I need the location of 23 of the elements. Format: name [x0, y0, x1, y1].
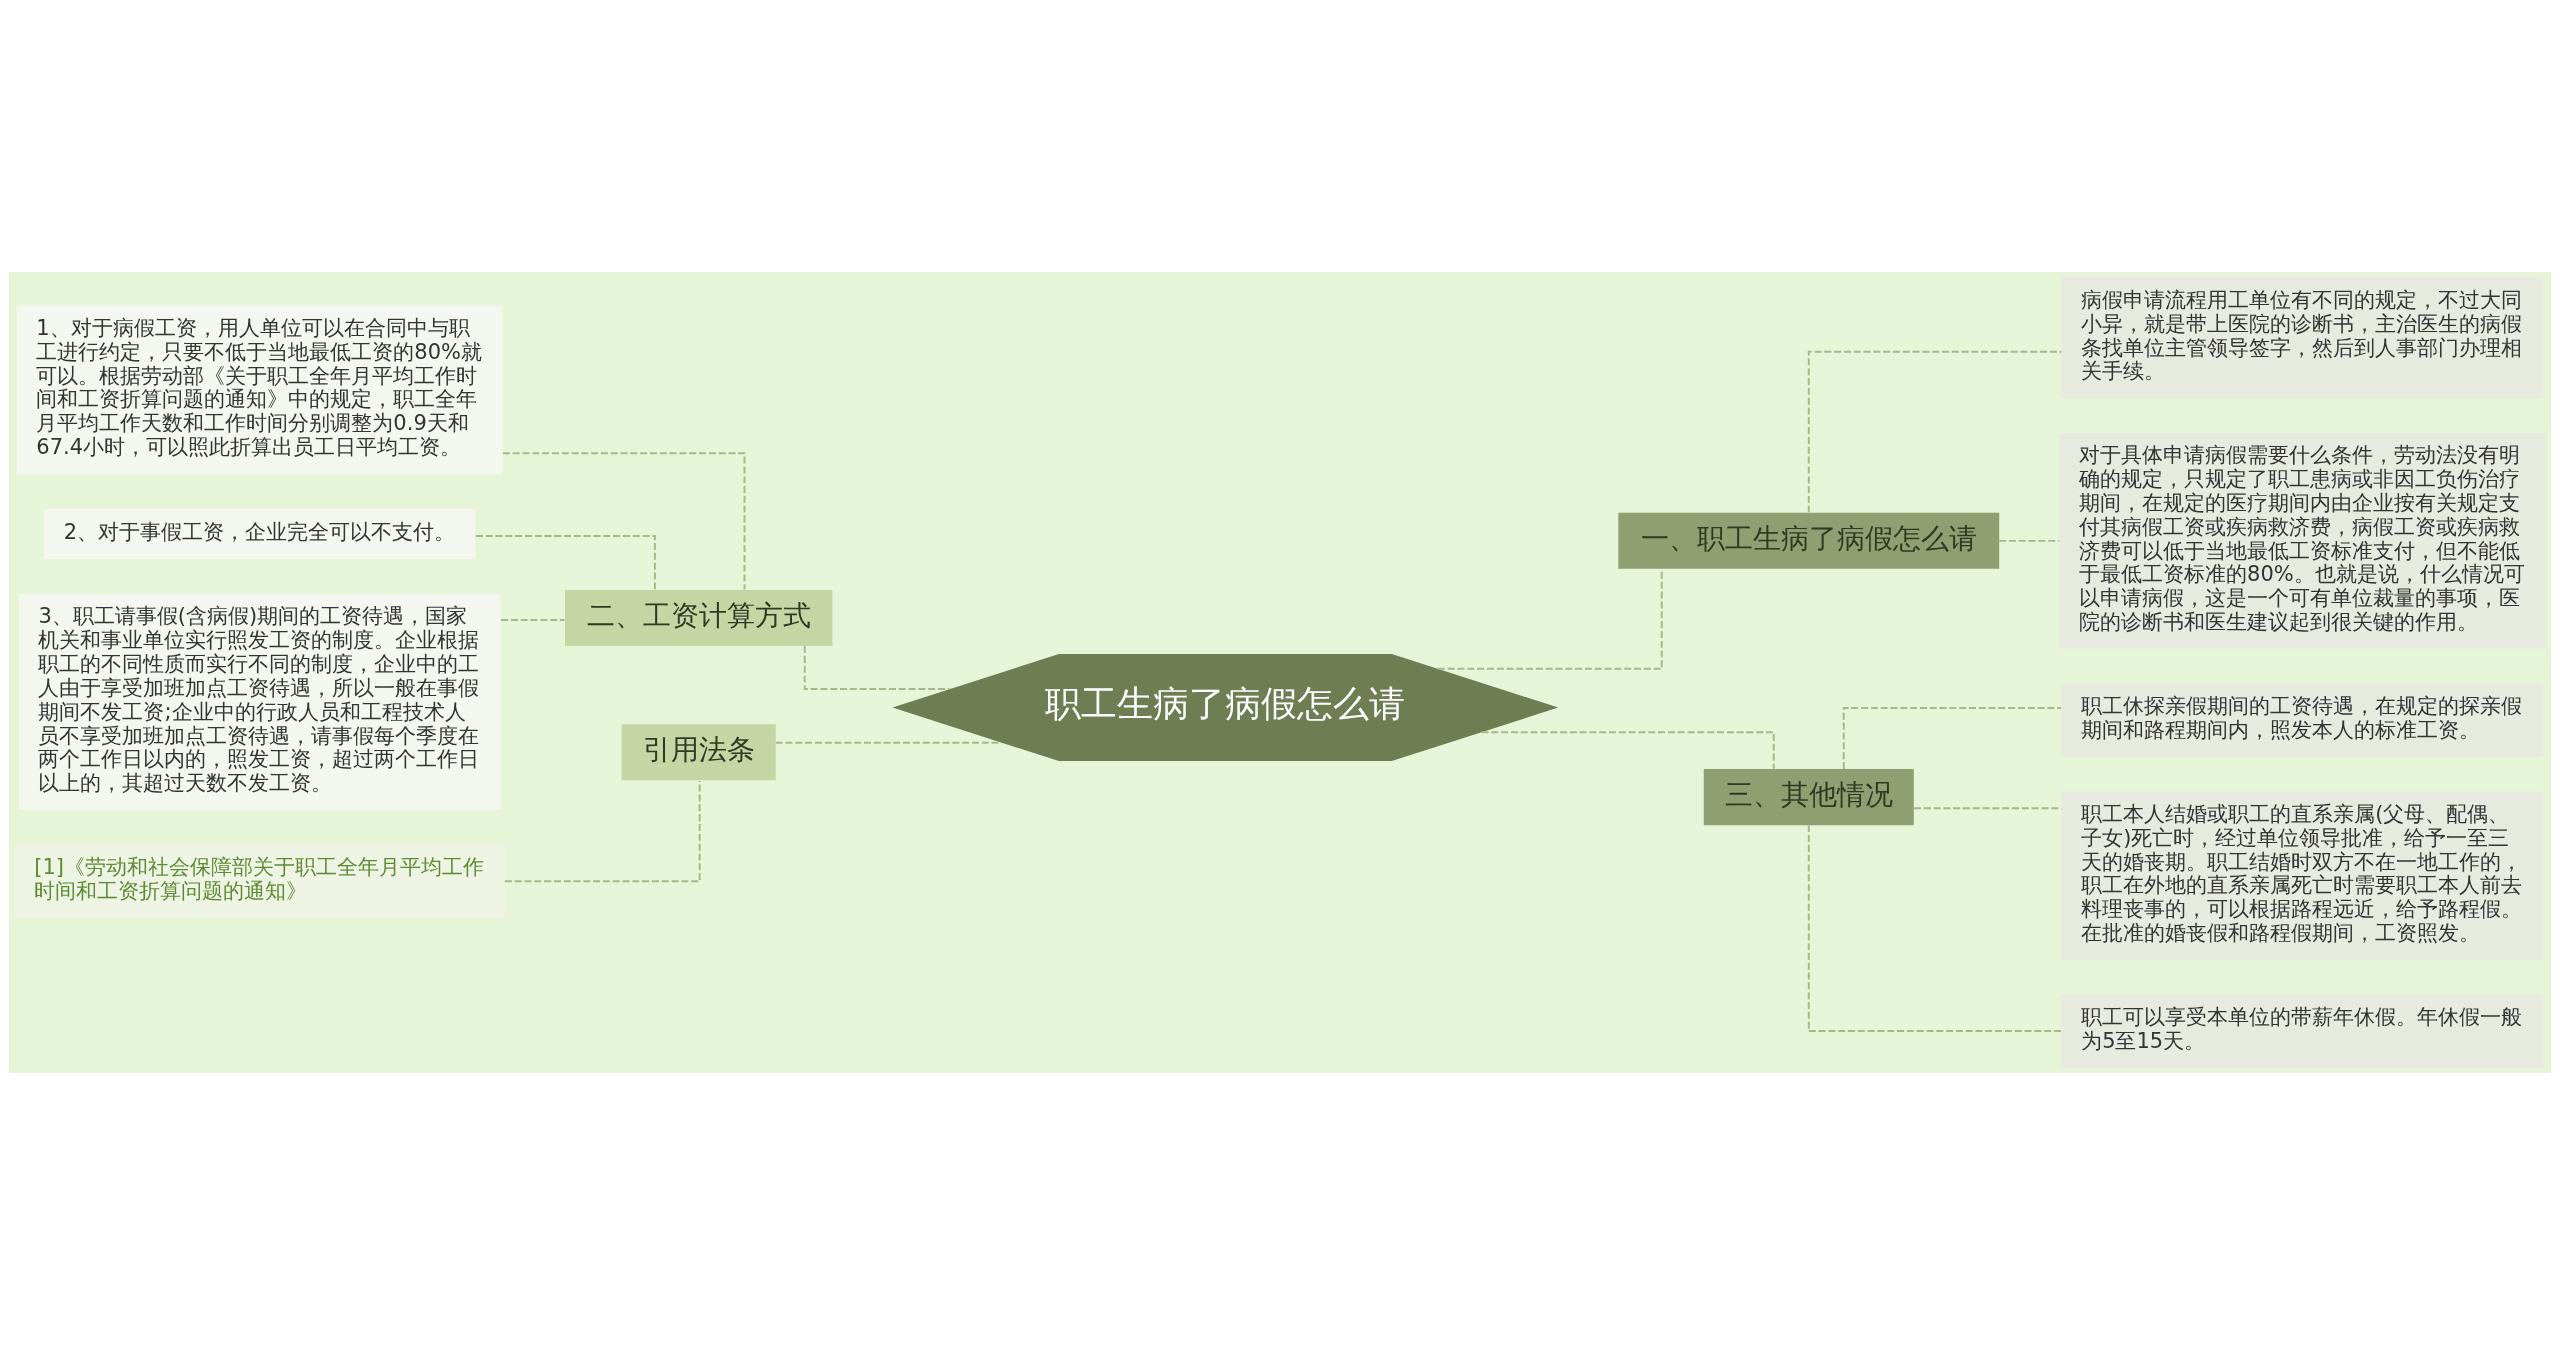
- node-box: 3、职工请事假(含病假)期间的工资待遇，国家机关和事业单位实行照发工资的制度。企业根据职工的不同性质而实行不同的制度，企业中的工人由于享受加班加点工资待遇，所以一般在事假期间不发工资;企业中的行政人员和工程技术人员不享受加班加点工资待遇，请事假每个季度在两个工作日以内的，照发工资，超过两个工作日以上的，其超过天数不发工资。: [18, 594, 501, 810]
- node-box: 一、职工生病了病假怎么请: [1618, 512, 2000, 569]
- node-box: 职工休探亲假期间的工资待遇，在规定的探亲假期间和路程期间内，照发本人的标准工资。: [2061, 683, 2544, 757]
- connector: [503, 779, 701, 883]
- node-box: 二、工资计算方式: [565, 589, 833, 646]
- connector: [1842, 707, 2062, 770]
- node-box: 引用法条: [621, 724, 776, 781]
- connector: [1480, 731, 1775, 770]
- connector: [1998, 539, 2061, 542]
- node-box: 病假申请流程用工单位有不同的规定，不过大同小异，就是带上医院的诊断书，主治医生的病假条找单位主管领导签字，然后到人事部门办理相关手续。: [2061, 277, 2544, 399]
- connector: [774, 741, 1003, 744]
- node-box: 职工可以享受本单位的带薪年休假。年休假一般为5至15天。: [2061, 994, 2544, 1068]
- connector: [803, 645, 951, 690]
- connector: [501, 452, 746, 591]
- node-box: 1、对于病假工资，用人单位可以在合同中与职工进行约定，只要不低于当地最低工资的80%就可以。根据劳动部《关于职工全年月平均工作时间和工资折算问题的通知》中的规定，职工全年月平均工作天数和工作时间分别调整为0.9天和67.4小时，可以照此折算出员工日平均工资。: [16, 305, 503, 474]
- node-box: [1]《劳动和社会保障部关于职工全年月平均工作时间和工资折算问题的通知》: [14, 844, 505, 918]
- connector: [1807, 824, 2063, 1032]
- node-box: 三、其他情况: [1703, 769, 1914, 826]
- connector: [500, 619, 566, 621]
- node-box: 2、对于事假工资，企业完全可以不支付。: [44, 508, 476, 560]
- connector: [1807, 350, 2063, 514]
- node-box: 对于具体申请病假需要什么条件，劳动法没有明确的规定，只规定了职工患病或非因工负伤治疗期间，在规定的医疗期间内由企业按有关规定支付其病假工资或疾病救济费，病假工资或疾病救济费可以低于当地最低工资标准支付，但不能低于最低工资标准的80%。也就是说，什么情况可以申请病假，这是一个可有单位裁量的事项，医院的诊断书和医生建议起到很关键的作用。: [2059, 433, 2546, 649]
- connector: [474, 535, 656, 591]
